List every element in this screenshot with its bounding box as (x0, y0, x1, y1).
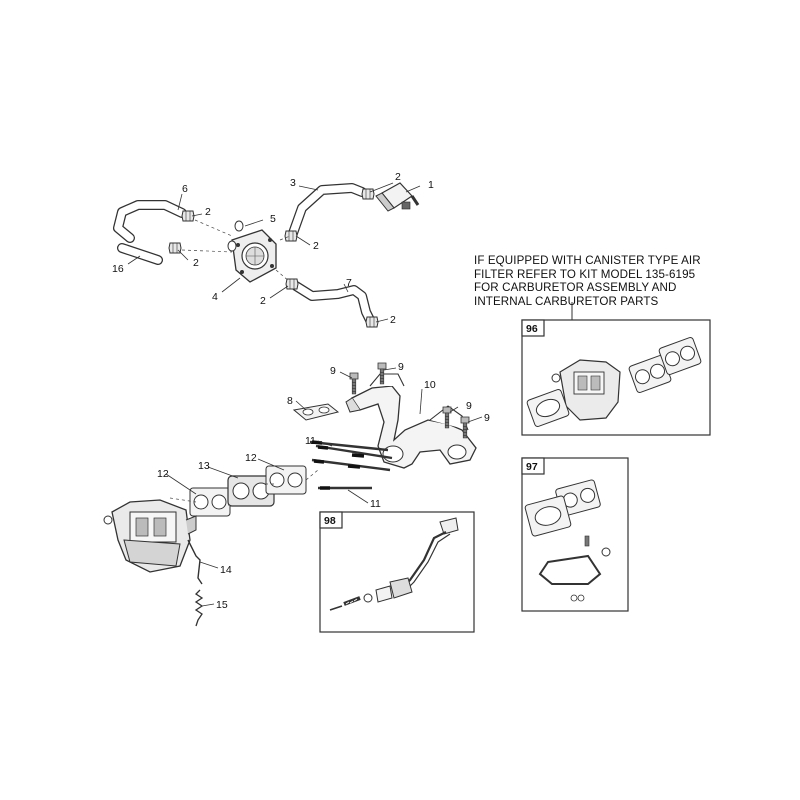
carburetor-stud (309, 440, 393, 490)
callout-9: 9 (466, 400, 472, 412)
hose-clamp (361, 188, 375, 200)
callout-2: 2 (193, 257, 199, 269)
callout-2: 2 (313, 240, 319, 252)
fuel-filter (375, 182, 420, 212)
hose-clamp (285, 278, 299, 290)
callout-6: 6 (182, 183, 188, 195)
callout-5: 5 (270, 213, 276, 225)
leader-lines (127, 182, 483, 607)
callout-2: 2 (390, 314, 396, 326)
callout-1: 1 (428, 179, 434, 191)
callout-13: 13 (198, 460, 210, 472)
kit-box-98 (319, 511, 475, 633)
kit-gasket-97a (555, 479, 601, 517)
callout-2: 2 (395, 171, 401, 183)
kit-gasket-96b (628, 355, 672, 393)
hose-clamp (284, 230, 298, 242)
note-line: FILTER REFER TO KIT MODEL 135-6195 (474, 267, 696, 281)
callout-9: 9 (398, 361, 404, 373)
callout-11: 11 (305, 435, 316, 447)
callout-14: 14 (220, 564, 232, 576)
callout-9: 9 (330, 365, 336, 377)
callout-12: 12 (245, 452, 257, 464)
kit-bowl-gasket (538, 554, 602, 585)
fuel-solenoid-kit (329, 517, 459, 611)
carburetor-assembly-kit (551, 359, 621, 421)
callout-2: 2 (260, 295, 266, 307)
governor-spring (194, 589, 204, 627)
callout-4: 4 (212, 291, 218, 303)
callout-8: 8 (287, 395, 293, 407)
throttle-linkage (187, 539, 203, 585)
manifold-gasket-8 (292, 403, 340, 421)
note-line: IF EQUIPPED WITH CANISTER TYPE AIR (474, 254, 701, 267)
carburetor-gasket-12 (265, 465, 307, 495)
intake-manifold-group (103, 362, 477, 627)
kit-label-97: 97 (526, 461, 538, 473)
callout-3: 3 (290, 177, 296, 189)
callout-9: 9 (484, 412, 490, 424)
callout-7: 7 (346, 277, 352, 289)
callout-2: 2 (205, 206, 211, 218)
kit-gasket-96a (526, 389, 570, 427)
carburetor-note: IF EQUIPPED WITH CANISTER TYPE AIR FILTE… (474, 254, 764, 308)
pump-fitting-5 (234, 220, 244, 232)
fuel-pump (231, 229, 277, 283)
kit-label-98: 98 (324, 515, 336, 527)
fuel-system-group (113, 182, 420, 328)
kit-gasket-97b (524, 495, 572, 537)
kit-gasket-96c (658, 337, 702, 375)
callout-15: 15 (216, 599, 228, 611)
note-line: FOR CARBURETOR ASSEMBLY AND (474, 281, 677, 295)
intake-manifold (345, 373, 477, 469)
kit-box-96 (521, 319, 711, 436)
callout-11: 11 (370, 498, 381, 510)
kit-box-97 (521, 457, 629, 612)
kit-label-96: 96 (526, 323, 538, 335)
callout-10: 10 (424, 379, 436, 391)
carburetor (103, 499, 197, 573)
manifold-bolt (349, 372, 359, 395)
callout-12: 12 (157, 468, 169, 480)
callout-16: 16 (112, 263, 124, 275)
note-line: INTERNAL CARBURETOR PARTS (474, 294, 659, 308)
